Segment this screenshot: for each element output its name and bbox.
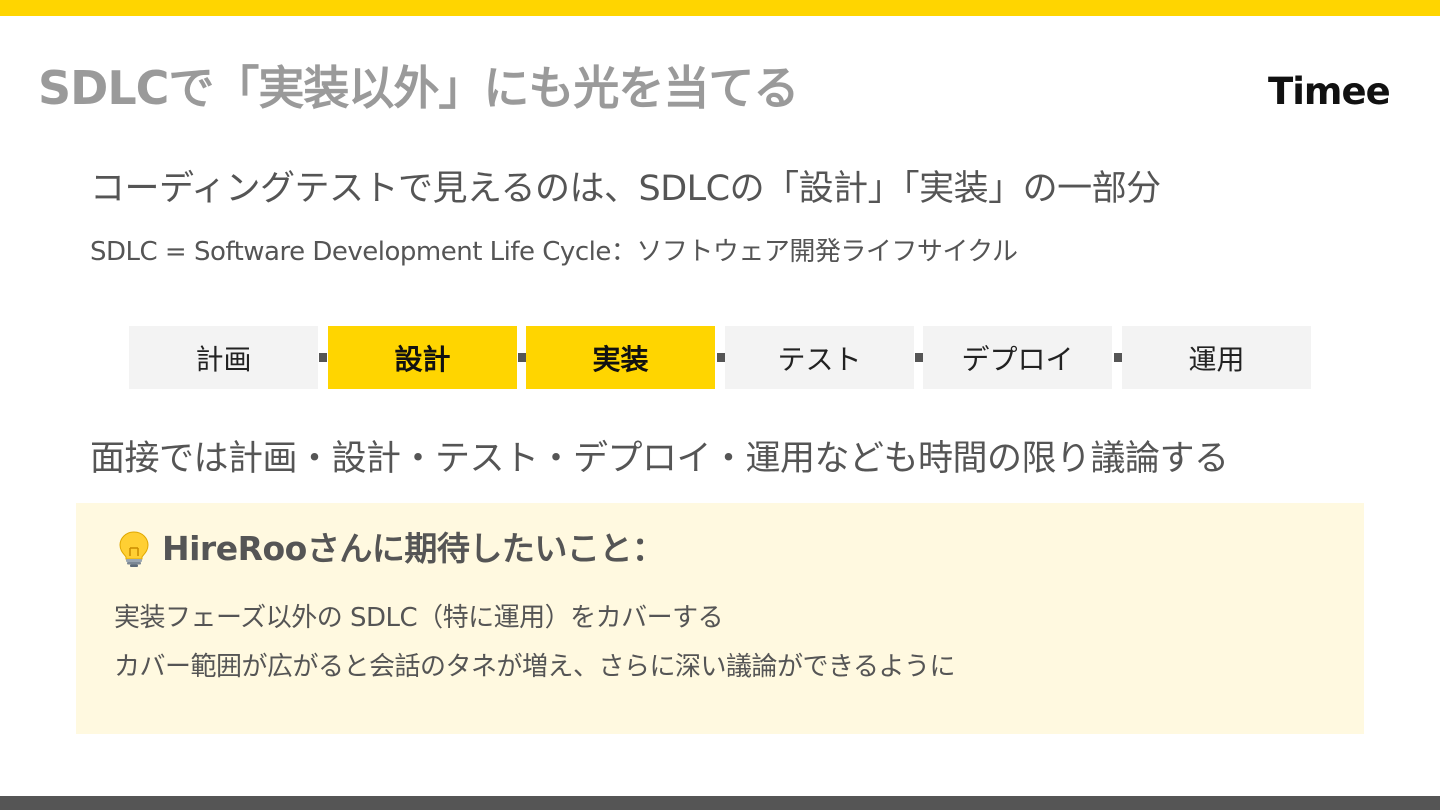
phase-connector [915, 353, 923, 362]
callout-header: HireRooさんに期待したいこと： [114, 529, 665, 569]
interview-statement: 面接では計画・設計・テスト・デプロイ・運用なども時間の限り議論する [90, 439, 1229, 479]
bottom-bar [0, 796, 1440, 810]
phase-connector [717, 353, 725, 362]
sdlc-phase-flow: 計画 設計 実装 テスト デプロイ 運用 [129, 326, 1311, 389]
phase-testing: テスト [725, 326, 914, 389]
phase-connector [319, 353, 327, 362]
callout-title: HireRooさんに期待したいこと： [162, 529, 665, 568]
callout-line: 実装フェーズ以外の SDLC（特に運用）をカバーする [114, 603, 724, 633]
phase-connector [1114, 353, 1122, 362]
expectation-callout: HireRooさんに期待したいこと： 実装フェーズ以外の SDLC（特に運用）を… [76, 503, 1364, 734]
sdlc-definition-note: SDLC = Software Development Life Cycle：ソ… [90, 237, 1018, 267]
top-accent-bar [0, 0, 1440, 16]
lightbulb-icon [119, 531, 149, 567]
timee-logo: Timee [1268, 70, 1391, 113]
phase-implementation: 実装 [526, 326, 715, 389]
callout-line: カバー範囲が広がると会話のタネが増え、さらに深い議論ができるように [114, 652, 955, 682]
phase-operation: 運用 [1122, 326, 1311, 389]
lead-text: コーディングテストで見えるのは、SDLCの「設計」「実装」の一部分 [90, 169, 1161, 209]
phase-connector [518, 353, 526, 362]
phase-planning: 計画 [129, 326, 318, 389]
phase-deploy: デプロイ [923, 326, 1112, 389]
slide-title: SDLCで「実装以外」にも光を当てる [38, 61, 799, 115]
phase-design: 設計 [328, 326, 517, 389]
